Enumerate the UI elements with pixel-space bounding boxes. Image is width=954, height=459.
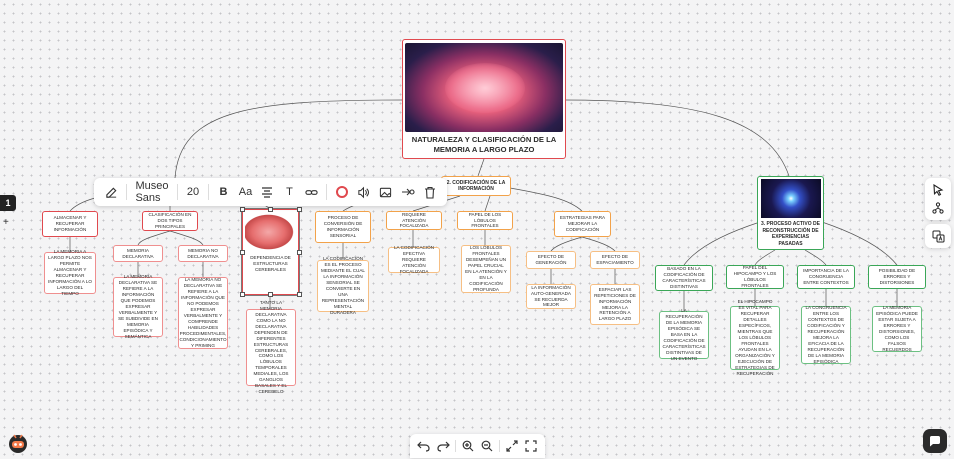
toolbar-divider xyxy=(207,184,209,200)
node-clasificacion[interactable]: CLASIFICACIÓN EN DOS TIPOS PRINCIPALES xyxy=(142,211,198,231)
page-number-badge[interactable]: 1 xyxy=(0,195,16,211)
right-tool-panel-2 xyxy=(925,224,951,248)
node-lobulos-desc[interactable]: LOS LÓBULOS FRONTALES DESEMPEÑAN UN PAPE… xyxy=(461,245,511,293)
node-lobulos[interactable]: PAPEL DE LOS LÓBULOS FRONTALES xyxy=(457,211,513,230)
node-errores[interactable]: POSIBILIDAD DE ERRORES Y DISTORSIONES xyxy=(868,265,926,289)
text-format-toolbar: Museo Sans 20 B Aa T xyxy=(94,178,447,206)
resize-handle-bl[interactable] xyxy=(240,292,245,297)
resize-handle-r[interactable] xyxy=(297,250,302,255)
mindmap-structure-icon[interactable] xyxy=(930,200,946,216)
brain-illustration xyxy=(244,212,297,252)
font-family-select[interactable]: Museo Sans xyxy=(135,180,169,204)
border-color-icon[interactable] xyxy=(331,178,353,206)
branch-3-node[interactable]: 3. PROCESO ACTIVO DE RECONSTRUCCIÓN DE E… xyxy=(757,176,824,250)
undo-icon[interactable] xyxy=(416,438,432,454)
divider xyxy=(455,440,457,452)
node-almacenar[interactable]: ALMACENAR Y RECUPERAR INFORMACIÓN xyxy=(42,211,98,237)
divider xyxy=(498,440,500,452)
align-center-icon[interactable] xyxy=(256,178,278,206)
root-node[interactable]: NATURALEZA Y CLASIFICACIÓN DE LA MEMORIA… xyxy=(402,39,566,159)
toolbar-divider xyxy=(177,184,178,200)
edit-icon[interactable] xyxy=(100,178,122,206)
text-style-button[interactable]: T xyxy=(286,186,293,198)
fullscreen-icon[interactable] xyxy=(523,438,539,454)
bold-button[interactable]: B xyxy=(219,186,228,198)
trash-icon[interactable] xyxy=(419,178,441,206)
node-hipocampo-desc[interactable]: EL HIPOCAMPO ES VITAL PARA RECUPERAR DET… xyxy=(730,299,780,376)
node-estrategias[interactable]: ESTRATEGIAS PARA MEJORAR LA CODIFICACIÓN xyxy=(554,211,611,237)
right-tool-panel xyxy=(925,178,951,220)
node-congruencia[interactable]: IMPORTANCIA DE LA CONGRUENCIA ENTRE CONT… xyxy=(797,265,855,289)
fit-to-screen-icon[interactable] xyxy=(504,438,520,454)
root-title: NATURALEZA Y CLASIFICACIÓN DE LA MEMORIA… xyxy=(411,134,557,154)
resize-handle-t[interactable] xyxy=(268,207,273,212)
neural-space-image xyxy=(760,179,821,218)
node-declarativa[interactable]: MEMORIA DECLARATIVA xyxy=(113,245,163,262)
resize-handle-l[interactable] xyxy=(240,250,245,255)
branch-2-node[interactable]: 2. CODIFICACIÓN DE LA INFORMACIÓN xyxy=(441,176,511,196)
node-almacenar-desc[interactable]: LA MEMORIA A LARGO PLAZO NOS PERMITE ALM… xyxy=(44,249,96,296)
node-no-declarativa-desc[interactable]: LA MEMORIA NO DECLARATIVA SE REFIERE A L… xyxy=(178,277,228,349)
node-congruencia-desc[interactable]: LA CONGRUENCIA ENTRE LOS CONTEXTOS DE CO… xyxy=(801,305,851,364)
node-proceso-desc[interactable]: LA CODIFICACIÓN ES EL PROCESO MEDIANTE E… xyxy=(317,256,369,315)
brain-image xyxy=(405,43,563,132)
node-proceso[interactable]: PROCESO DE CONVERSIÓN DE INFORMACIÓN SEN… xyxy=(315,211,371,243)
node-espaciamiento[interactable]: EFECTO DE ESPACIAMIENTO xyxy=(590,251,640,269)
node-hipocampo[interactable]: PAPEL DEL HIPOCAMPO Y LOS LÓBULOS FRONTA… xyxy=(726,265,784,289)
node-no-declarativa[interactable]: MEMORIA NO DECLARATIVA xyxy=(178,245,228,262)
zoom-in-icon[interactable] xyxy=(460,438,476,454)
node-generacion[interactable]: EFECTO DE GENERACIÓN xyxy=(526,251,576,269)
node-espaciamiento-desc[interactable]: ESPACIAR LAS REPETICIONES DE INFORMACIÓN… xyxy=(590,284,640,325)
view-controls-bar xyxy=(410,434,545,458)
font-size-select[interactable]: 20 xyxy=(186,186,200,198)
node-atencion[interactable]: REQUIERE ATENCIÓN FOCALIZADA xyxy=(386,211,442,230)
node-errores-desc[interactable]: LA MEMORIA EPISÓDICA PUEDE ESTAR SUJETA … xyxy=(872,305,922,352)
node-declarativa-desc[interactable]: LA MEMORIA DECLARATIVA SE REFIERE A LA I… xyxy=(113,274,163,339)
image-icon[interactable] xyxy=(375,178,397,206)
resize-handle-br[interactable] xyxy=(297,292,302,297)
link-icon[interactable] xyxy=(300,178,322,206)
zoom-out-icon[interactable] xyxy=(479,438,495,454)
add-page-button[interactable]: + xyxy=(3,217,9,228)
toolbar-divider xyxy=(126,184,127,200)
resize-handle-tr[interactable] xyxy=(297,207,302,212)
node-dependencia[interactable]: DEPENDENCIA DE ESTRUCTURAS CEREBRALES xyxy=(241,208,300,296)
node-basado-desc[interactable]: LA RECUPERACIÓN DE LA MEMORIA EPISÓDICA … xyxy=(659,308,709,361)
node-atencion-desc[interactable]: LA CODIFICACIÓN EFECTIVA REQUIERE ATENCI… xyxy=(388,245,440,274)
resize-handle-tl[interactable] xyxy=(240,207,245,212)
connector-icon[interactable] xyxy=(397,178,419,206)
pointer-icon[interactable] xyxy=(930,182,946,198)
toolbar-divider xyxy=(326,184,327,200)
translate-icon[interactable] xyxy=(930,228,946,244)
redo-icon[interactable] xyxy=(435,438,451,454)
text-size-button[interactable]: Aa xyxy=(238,186,253,198)
node-dependencia-desc[interactable]: TANTO LA MEMORIA DECLARATIVA COMO LA NO … xyxy=(246,300,296,394)
resize-handle-b[interactable] xyxy=(268,292,273,297)
assistant-avatar-icon[interactable] xyxy=(5,430,31,456)
audio-icon[interactable] xyxy=(353,178,375,206)
chat-icon xyxy=(930,436,940,447)
node-generacion-desc[interactable]: LA INFORMACIÓN AUTO-GENERADA SE RECUERDA… xyxy=(526,284,576,309)
chat-help-button[interactable] xyxy=(923,429,947,453)
node-basado[interactable]: BASADO EN LA CODIFICACIÓN DE CARACTERÍST… xyxy=(655,265,713,291)
